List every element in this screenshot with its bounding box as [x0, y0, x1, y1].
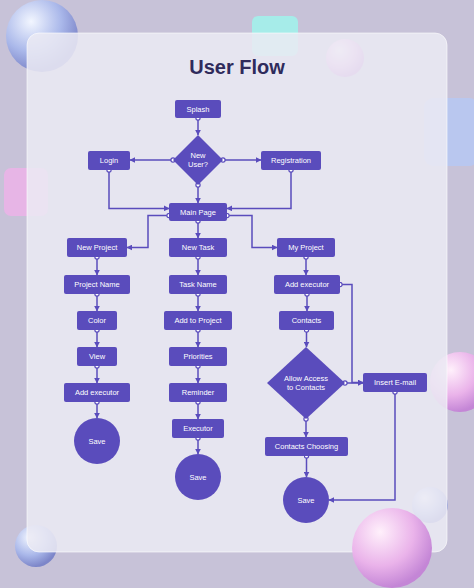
process-box: Project Name: [64, 275, 130, 294]
node-label: Main Page: [180, 208, 216, 217]
node-label: Registration: [271, 156, 311, 165]
flow-connector: [305, 419, 307, 437]
process-box: New Project: [67, 238, 127, 257]
flow-connector: [340, 285, 363, 383]
flow-connector: [197, 366, 199, 383]
end-circle: Save: [283, 477, 329, 523]
flow-connector: [96, 257, 98, 275]
flow-connector: [197, 118, 199, 135]
node-label: New Project: [77, 243, 117, 252]
node-label: Add to Project: [174, 316, 221, 325]
diamond-shape: [173, 135, 223, 185]
decision-diamond: Allow Access to Contacts: [267, 347, 345, 419]
process-box: My Project: [277, 238, 335, 257]
flow-connector: [306, 330, 308, 347]
flow-connector: [127, 216, 169, 248]
flow-connector: [197, 438, 199, 454]
process-box: New Task: [169, 238, 227, 257]
process-box: Contacts: [279, 311, 334, 330]
process-box: Task Name: [169, 275, 227, 294]
process-box: Add executor: [64, 383, 130, 402]
flow-connector: [96, 294, 98, 311]
diamond-shape: [267, 347, 345, 419]
process-box: View: [77, 347, 117, 366]
flow-connector: [227, 170, 291, 208]
process-box: Reminder: [169, 383, 227, 402]
flow-connector: [305, 257, 307, 275]
process-box: Splash: [175, 100, 221, 118]
process-box: Main Page: [169, 203, 227, 221]
node-label: Add executor: [285, 280, 329, 289]
flow-connector: [96, 366, 98, 383]
node-label: New User?: [183, 151, 213, 169]
process-box: Priorities: [169, 347, 227, 366]
flow-connector: [197, 221, 199, 238]
flow-connector: [227, 216, 277, 248]
flow-connector: [197, 257, 199, 275]
flow-connector: [197, 402, 199, 419]
node-label: Color: [88, 316, 106, 325]
process-box: Contacts Choosing: [265, 437, 348, 456]
process-box: Login: [88, 151, 130, 170]
node-label: My Project: [288, 243, 323, 252]
flow-connector: [306, 294, 308, 311]
process-box: Insert E-mail: [363, 373, 427, 392]
deco-sphere: [352, 508, 432, 588]
process-box: Color: [77, 311, 117, 330]
end-circle: Save: [175, 454, 221, 500]
node-label: Contacts Choosing: [275, 442, 338, 451]
node-label: Splash: [187, 105, 210, 114]
node-label: Save: [189, 473, 206, 482]
process-box: Registration: [261, 151, 321, 170]
process-box: Executor: [172, 419, 224, 438]
end-circle: Save: [74, 418, 120, 464]
flow-connector: [96, 402, 98, 418]
flow-connector: [130, 159, 173, 161]
node-label: Contacts: [292, 316, 322, 325]
node-label: Executor: [183, 424, 213, 433]
process-box: Add to Project: [164, 311, 232, 330]
node-label: Project Name: [74, 280, 119, 289]
node-label: Login: [100, 156, 118, 165]
flow-connector: [197, 330, 199, 347]
flow-connector: [306, 456, 308, 477]
flow-connector: [197, 294, 199, 311]
decision-diamond: New User?: [173, 135, 223, 185]
node-label: Priorities: [183, 352, 212, 361]
node-label: Save: [297, 496, 314, 505]
flow-connector: [223, 159, 261, 161]
flow-connector: [197, 185, 199, 203]
node-label: New Task: [182, 243, 214, 252]
node-label: Task Name: [179, 280, 217, 289]
node-label: Allow Access to Contacts: [281, 374, 331, 392]
process-box: Add executor: [274, 275, 340, 294]
node-label: Add executor: [75, 388, 119, 397]
diagram-title: User Flow: [27, 56, 447, 79]
node-label: Save: [88, 437, 105, 446]
node-label: Insert E-mail: [374, 378, 416, 387]
node-label: Reminder: [182, 388, 215, 397]
flow-connector: [109, 170, 169, 208]
node-label: View: [89, 352, 105, 361]
card-panel: [27, 33, 447, 552]
flow-connector: [96, 330, 98, 347]
